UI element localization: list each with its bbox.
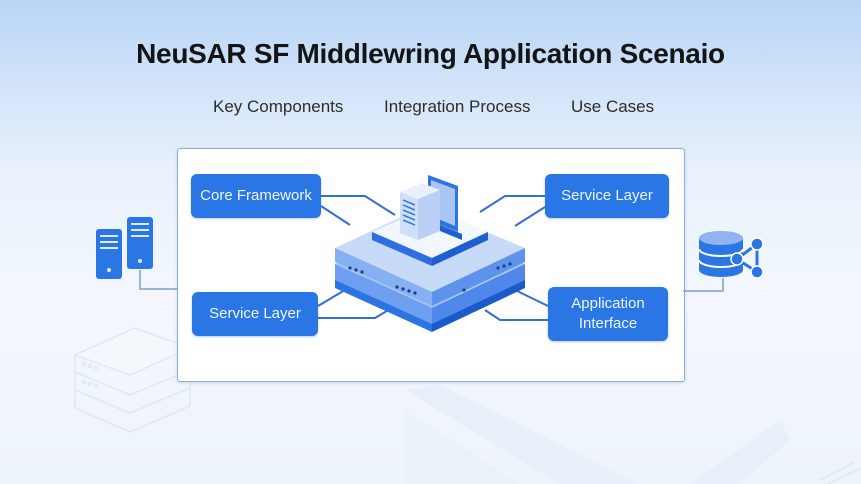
node-service-layer-right-label: Service Layer [561, 187, 653, 204]
node-core-framework-label: Core Framework [200, 187, 312, 204]
middleware-platform-icon [335, 175, 525, 332]
tab-use-cases[interactable]: Use Cases [571, 97, 655, 116]
node-connectors [317, 195, 549, 321]
node-application-interface-label: Application Interface [571, 295, 645, 332]
database-share-icon [698, 231, 764, 279]
tab-key-components[interactable]: Key Components [213, 97, 344, 116]
servers-icon [96, 217, 153, 279]
node-core-framework[interactable]: Core Framework [191, 174, 321, 218]
node-application-interface[interactable]: Application Interface [548, 287, 668, 341]
faded-platform-shape [405, 385, 861, 484]
node-service-layer-left-label: Service Layer [209, 305, 301, 322]
node-service-layer-right[interactable]: Service Layer [545, 174, 669, 218]
external-connectors [139, 270, 724, 292]
nav-tabs: Key Components Integration Process Use C… [0, 97, 861, 121]
connector-left-servers [139, 270, 177, 290]
page-title: NeuSAR SF Middlewring Application Scenai… [136, 38, 725, 69]
connector-service-layer-left [317, 289, 346, 307]
tab-integration-process[interactable]: Integration Process [384, 97, 531, 116]
node-service-layer-left[interactable]: Service Layer [192, 292, 318, 336]
connector-service-layer-right [479, 195, 545, 213]
connector-right-database [683, 278, 724, 292]
connector-application-interface [514, 289, 549, 307]
connector-core-framework [321, 195, 396, 216]
faded-server-stack-icon [73, 327, 192, 433]
